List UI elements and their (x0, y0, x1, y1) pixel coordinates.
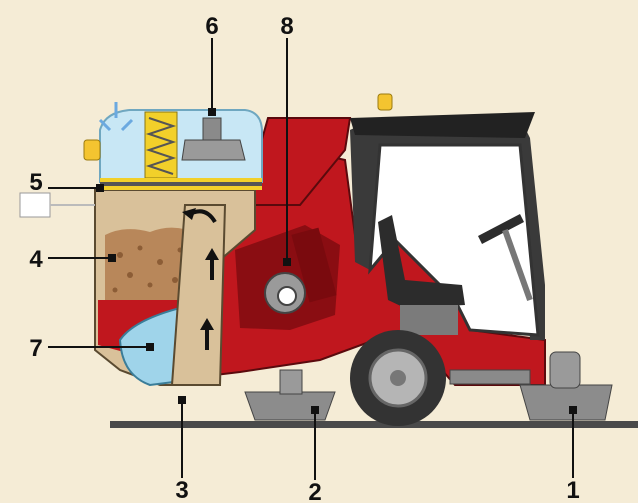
callout-8: 8 (280, 13, 293, 40)
callout-6: 6 (205, 13, 218, 40)
callout-1: 1 (566, 477, 579, 503)
callout-3: 3 (175, 477, 188, 503)
broom-arm (450, 370, 530, 384)
side-tab (20, 193, 50, 217)
beacon-hopper (84, 140, 100, 160)
callout-7: 7 (29, 335, 42, 362)
beacon-cab (378, 94, 392, 110)
cab-roof (350, 112, 535, 138)
top-fan-housing (182, 140, 245, 160)
front-wheel-center (390, 370, 406, 386)
top-fan-motor (203, 118, 221, 140)
callout-2: 2 (308, 479, 321, 503)
callout-4: 4 (29, 246, 43, 273)
side-broom (520, 385, 612, 420)
filter-screen-band (100, 182, 262, 186)
callout-5: 5 (29, 169, 42, 196)
seat-base (400, 305, 458, 335)
fan-hub (278, 287, 296, 305)
side-broom-motor (550, 352, 580, 388)
ground-line (110, 421, 638, 428)
center-broom (245, 392, 335, 420)
center-broom-mount (280, 370, 302, 394)
